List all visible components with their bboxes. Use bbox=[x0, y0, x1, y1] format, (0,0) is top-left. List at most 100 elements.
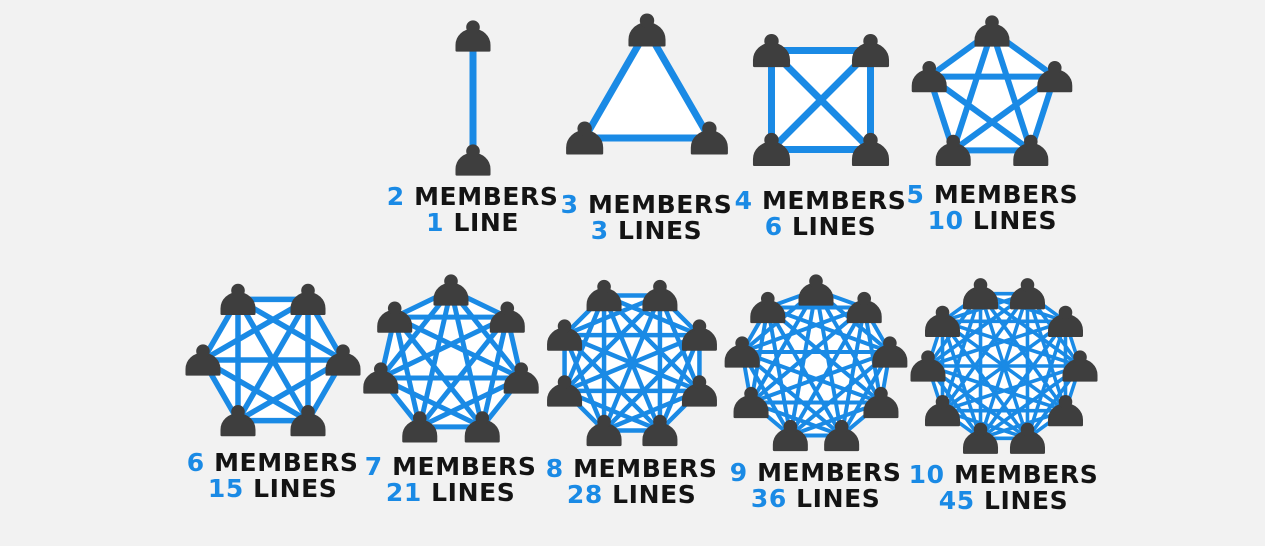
graph-edges bbox=[377, 287, 524, 430]
person-icon bbox=[362, 362, 398, 394]
person-head bbox=[985, 15, 1000, 29]
lines-line: 15 LINES bbox=[187, 476, 359, 502]
members-line: 8 MEMBERS bbox=[546, 456, 718, 482]
person-head bbox=[465, 144, 480, 158]
person-head bbox=[443, 274, 458, 288]
person-icon bbox=[962, 422, 998, 454]
person-head bbox=[557, 319, 571, 334]
lines-word: LINES bbox=[612, 480, 697, 509]
graph-edge bbox=[940, 291, 982, 413]
lines-line: 3 LINES bbox=[561, 218, 733, 244]
members-line: 2 MEMBERS bbox=[387, 184, 559, 210]
members-line: 5 MEMBERS bbox=[907, 182, 1079, 208]
person-icon bbox=[974, 15, 1010, 47]
person-head bbox=[576, 121, 592, 136]
person-head bbox=[596, 414, 611, 429]
members-count: 8 bbox=[545, 454, 564, 483]
graph-edge bbox=[748, 305, 866, 405]
lines-word: LINES bbox=[253, 474, 338, 503]
lines-line: 1 LINE bbox=[387, 210, 559, 236]
person-icon bbox=[220, 404, 256, 437]
person-icon bbox=[1061, 350, 1098, 382]
person-icon bbox=[924, 305, 960, 337]
graph-edge bbox=[601, 293, 702, 394]
person-head bbox=[639, 13, 654, 28]
person-icon bbox=[325, 344, 361, 376]
members-word: MEMBERS bbox=[757, 458, 902, 487]
person-icon bbox=[464, 411, 500, 443]
graph-edge bbox=[416, 287, 454, 430]
members-line: 4 MEMBERS bbox=[735, 188, 907, 214]
graph-edge bbox=[479, 314, 510, 430]
graph-edge bbox=[989, 28, 1035, 154]
graph-nodes bbox=[909, 278, 1098, 454]
person-head bbox=[652, 414, 667, 429]
person-head bbox=[1020, 422, 1034, 437]
members-word: MEMBERS bbox=[953, 460, 1099, 489]
members-count: 5 bbox=[906, 180, 925, 209]
graph-edge bbox=[978, 291, 1067, 413]
lines-count: 1 bbox=[426, 208, 445, 237]
graph-edge bbox=[377, 314, 510, 381]
person-head bbox=[692, 319, 706, 334]
person-head bbox=[857, 291, 871, 306]
graph-edge bbox=[643, 26, 713, 142]
graph-edge bbox=[978, 291, 1029, 441]
person-icon bbox=[752, 33, 790, 68]
graph-edges bbox=[199, 296, 346, 424]
lines-word: LINES bbox=[618, 216, 703, 245]
person-head bbox=[195, 344, 210, 358]
person-icon bbox=[586, 414, 622, 447]
graph-edge bbox=[765, 305, 792, 438]
members-count: 9 bbox=[729, 458, 748, 487]
person-icon bbox=[503, 362, 539, 394]
polygon-fill bbox=[584, 30, 709, 138]
person-icon bbox=[627, 13, 666, 47]
person-head bbox=[973, 422, 987, 437]
person-head bbox=[300, 404, 315, 419]
lines-count: 45 bbox=[938, 486, 975, 515]
person-head bbox=[701, 121, 717, 136]
members-count: 10 bbox=[908, 460, 945, 489]
person-icon bbox=[455, 144, 491, 176]
person-icon bbox=[823, 419, 859, 452]
graph-edge bbox=[561, 293, 606, 394]
person-icon bbox=[681, 375, 717, 407]
person-icon bbox=[690, 121, 728, 155]
graph-container-10 bbox=[909, 272, 1098, 460]
graph-edge bbox=[813, 288, 844, 438]
person-head bbox=[557, 375, 571, 389]
person-head bbox=[763, 33, 779, 49]
person-head bbox=[335, 344, 350, 358]
person-head bbox=[946, 134, 961, 149]
lines-line: 10 LINES bbox=[907, 208, 1079, 234]
graph-edge bbox=[391, 314, 524, 381]
network-graph-7 bbox=[362, 274, 539, 443]
person-icon bbox=[909, 350, 946, 382]
person-icon bbox=[290, 283, 326, 316]
members-word: MEMBERS bbox=[933, 180, 1079, 209]
lines-word: LINES bbox=[984, 486, 1069, 515]
graph-edge bbox=[940, 319, 1082, 368]
graph-edge bbox=[561, 332, 606, 433]
person-head bbox=[373, 362, 388, 376]
graph-edge bbox=[234, 296, 311, 424]
person-icon bbox=[586, 279, 622, 312]
graph-nodes bbox=[185, 283, 361, 437]
graph-edge bbox=[580, 26, 650, 142]
person-head bbox=[387, 301, 402, 316]
graph-edge bbox=[748, 349, 892, 405]
members-line: 10 MEMBERS bbox=[909, 462, 1099, 488]
graph-edge bbox=[601, 293, 662, 433]
lines-line: 6 LINES bbox=[735, 214, 907, 240]
lines-line: 21 LINES bbox=[365, 480, 537, 506]
graph-edge bbox=[940, 319, 1029, 441]
members-word: MEMBERS bbox=[587, 190, 733, 219]
lines-count: 21 bbox=[385, 478, 422, 507]
